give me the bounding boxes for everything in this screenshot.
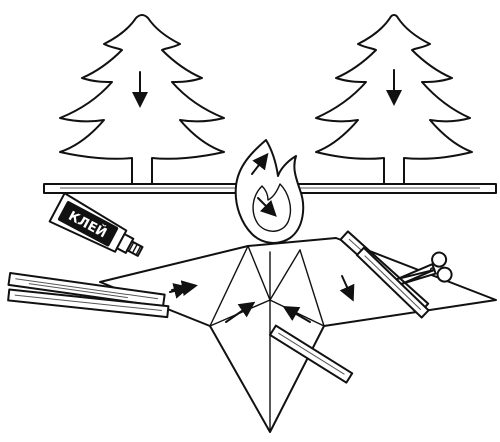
glue-tube-icon: КЛЕЙ <box>50 193 148 265</box>
fir-tree-icon-right <box>316 15 472 186</box>
campfire-flame-icon <box>236 140 303 243</box>
fir-tree-icon-left <box>60 15 224 186</box>
